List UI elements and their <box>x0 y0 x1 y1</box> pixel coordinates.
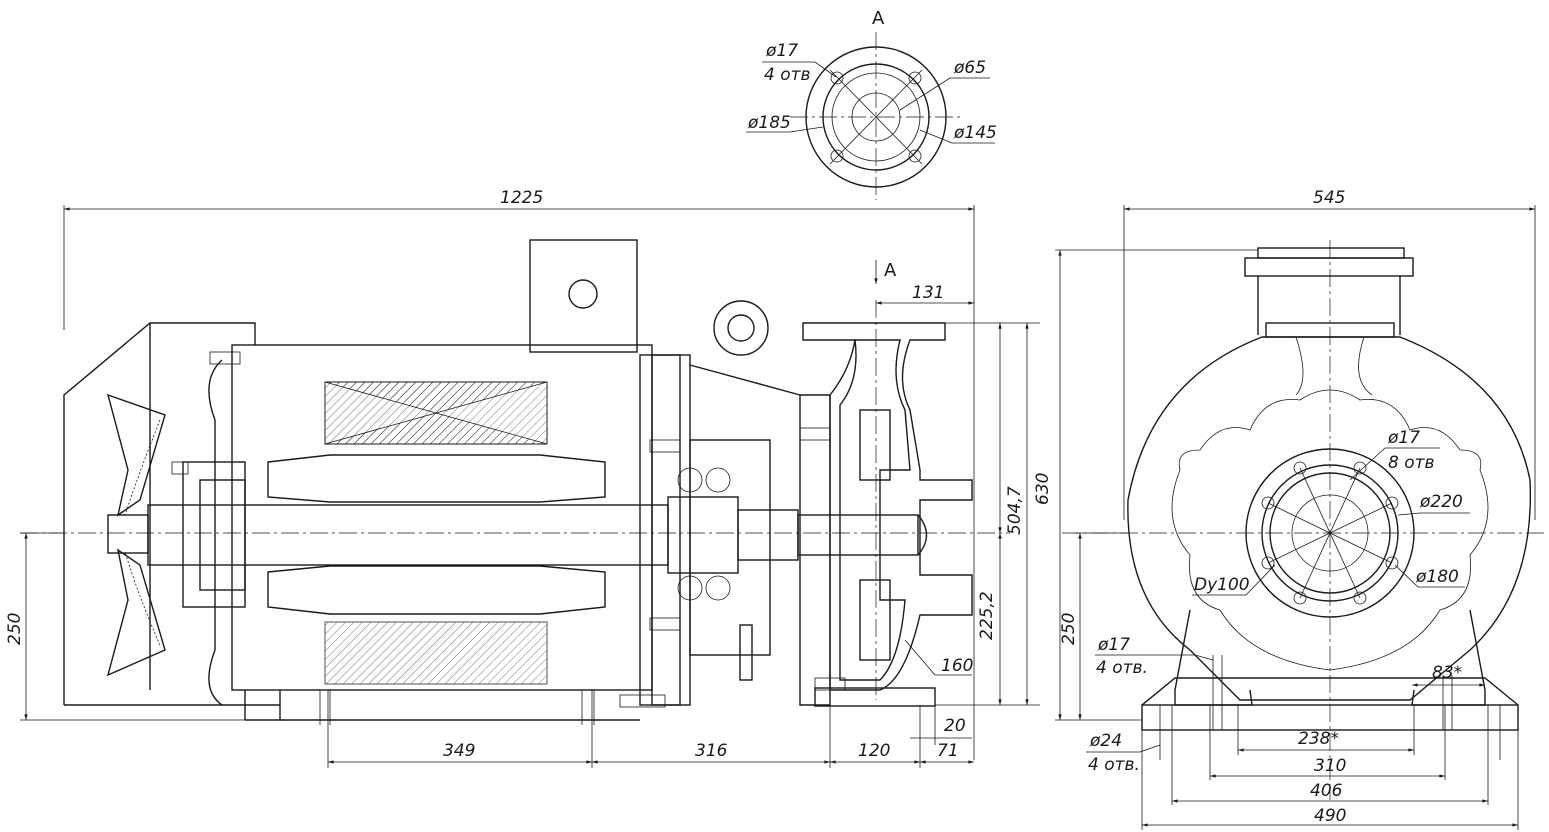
stator-upper <box>324 381 548 445</box>
flange-hole-count: 4 отв <box>764 65 811 85</box>
dim-span-238: 238* <box>1298 729 1339 749</box>
dim-axis-height-front: 250 <box>1059 613 1079 645</box>
rotor <box>267 454 606 615</box>
front-view: 545 <box>1055 188 1545 830</box>
dim-span-71: 71 <box>937 741 959 761</box>
dim-overall-width: 545 <box>1313 188 1345 208</box>
flange-bolt-circle: ø145 <box>953 123 997 143</box>
dim-flange-offset: 131 <box>912 283 944 303</box>
flange-view-a: A ø17 4 отв ø65 ø185 ø145 <box>746 8 997 200</box>
foot-hole-dia: ø17 <box>1097 635 1130 655</box>
dim-span-120: 120 <box>858 741 890 761</box>
view-a-label: A <box>872 8 885 29</box>
dim-span-406: 406 <box>1310 781 1343 801</box>
dim-span-83: 83* <box>1432 663 1462 683</box>
front-nominal: Dy100 <box>1194 575 1250 595</box>
front-hole-count: 8 отв <box>1388 453 1435 473</box>
front-bolt-circle: ø180 <box>1415 567 1459 587</box>
dim-base-thk: 20 <box>944 716 966 736</box>
flange-bore: ø65 <box>953 58 986 78</box>
anchor-dia: ø24 <box>1089 731 1122 751</box>
dim-axis-height-side: 250 <box>5 613 25 645</box>
dim-span-349: 349 <box>443 741 475 761</box>
dim-center-height: 225,2 <box>977 591 997 640</box>
dim-span-316: 316 <box>695 741 728 761</box>
front-hole-dia: ø17 <box>1387 428 1420 448</box>
dim-overall-length: 1225 <box>500 188 543 208</box>
foot-hole-count: 4 отв. <box>1096 658 1148 678</box>
front-outer: ø220 <box>1419 492 1463 512</box>
side-view: 1225 <box>5 188 1053 768</box>
anchor-count: 4 отв. <box>1088 755 1140 775</box>
dim-span-490: 490 <box>1314 806 1346 826</box>
dim-span-310: 310 <box>1314 756 1346 776</box>
dim-foot-height: 160 <box>941 656 973 676</box>
dim-height-axis: 504,7 <box>1005 486 1025 535</box>
flange-hole-dia: ø17 <box>765 41 798 61</box>
dim-height-total: 630 <box>1033 473 1053 505</box>
stator-lower <box>324 621 548 685</box>
flange-outer: ø185 <box>747 113 791 133</box>
section-marker-a: A <box>884 260 897 281</box>
